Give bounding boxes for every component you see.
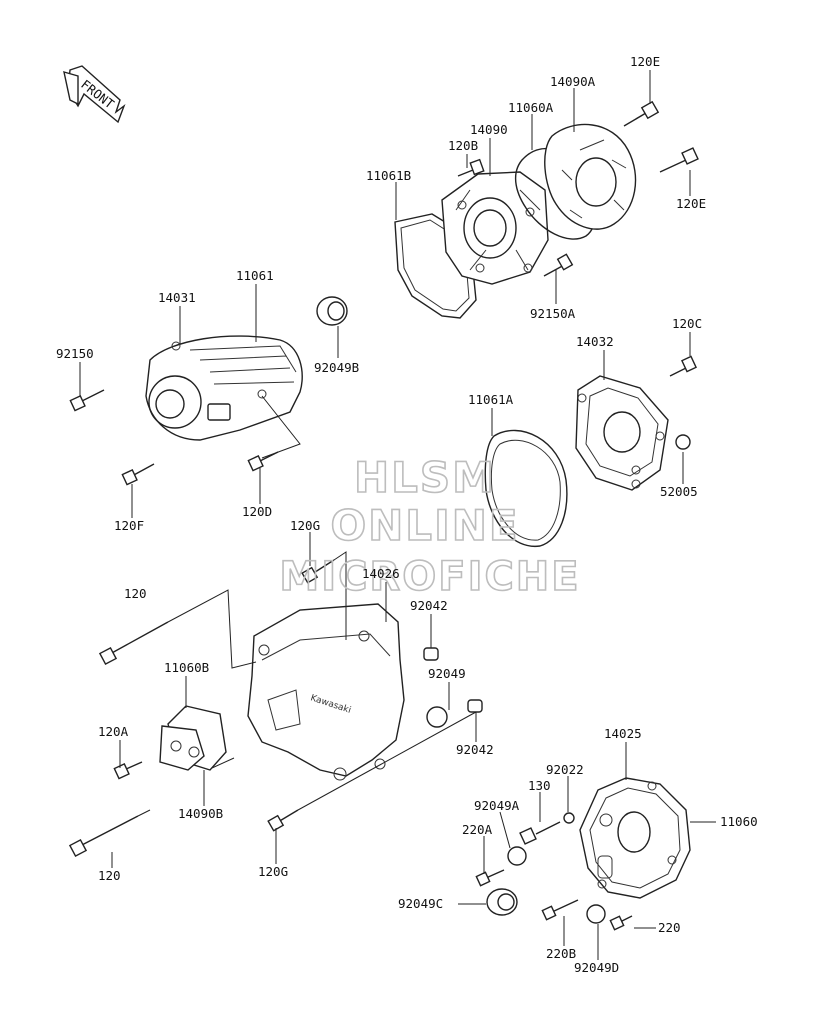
label-120G-bottom: 120G xyxy=(258,864,288,879)
bolt-120A xyxy=(113,761,143,780)
bolt-120G-top xyxy=(301,559,335,584)
bolt-120-top xyxy=(98,621,169,666)
label-92042-top: 92042 xyxy=(410,598,448,613)
label-14031: 14031 xyxy=(158,290,196,305)
label-92049A: 92049A xyxy=(474,798,520,813)
water-pump-cover-assembly xyxy=(394,100,699,319)
clutch-cover-assembly: Kawasaki xyxy=(68,551,483,858)
leader-lines xyxy=(79,70,716,960)
label-120D: 120D xyxy=(242,504,272,519)
bolt-120E-bottom xyxy=(659,147,699,173)
label-92049B: 92049B xyxy=(314,360,359,375)
label-14090B: 14090B xyxy=(178,806,223,821)
oil-seal-92049C xyxy=(486,888,518,916)
bolt-120-bottom xyxy=(68,815,139,858)
generator-cover-assembly xyxy=(69,296,348,486)
label-92042-bottom: 92042 xyxy=(456,742,494,757)
bushing-92049D xyxy=(586,904,606,924)
bolt-120D xyxy=(247,451,279,472)
label-11060B: 11060B xyxy=(164,660,209,675)
watermark-line-1: HLSM xyxy=(354,453,496,502)
bolt-220B xyxy=(541,899,579,921)
part-labels: 120E 14090A 11060A 14090 120B 11061B 120… xyxy=(56,54,758,975)
bolt-130 xyxy=(519,821,561,845)
watermark: HLSM ONLINE MICROFICHE xyxy=(279,452,580,601)
watermark-line-3: MICROFICHE xyxy=(279,554,580,600)
label-120F: 120F xyxy=(114,518,144,533)
label-92150: 92150 xyxy=(56,346,94,361)
label-14026: 14026 xyxy=(362,566,400,581)
label-52005: 52005 xyxy=(660,484,698,499)
label-220A: 220A xyxy=(462,822,493,837)
label-14025: 14025 xyxy=(604,726,642,741)
bolt-220A xyxy=(475,869,505,887)
dowel-92042-bottom xyxy=(467,699,483,713)
label-92022: 92022 xyxy=(546,762,584,777)
label-120E-bottom: 120E xyxy=(676,196,706,211)
label-14090: 14090 xyxy=(470,122,508,137)
label-220: 220 xyxy=(658,920,681,935)
label-11060: 11060 xyxy=(720,814,758,829)
label-11060A: 11060A xyxy=(508,100,554,115)
bolt-92150 xyxy=(69,389,105,412)
bolt-120F xyxy=(121,463,155,486)
cap-52005 xyxy=(675,434,691,450)
pump-cover-assembly xyxy=(475,777,691,931)
label-14090A: 14090A xyxy=(550,74,596,89)
washer-92022 xyxy=(563,812,575,824)
label-120-bottom: 120 xyxy=(98,868,121,883)
label-120-top: 120 xyxy=(124,586,147,601)
bushing-92049A xyxy=(507,846,527,866)
bushing-92049 xyxy=(426,706,448,728)
label-11061: 11061 xyxy=(236,268,274,283)
label-92049: 92049 xyxy=(428,666,466,681)
dowel-92042-top xyxy=(423,647,439,661)
label-130: 130 xyxy=(528,778,551,793)
label-120C: 120C xyxy=(672,316,702,331)
label-120G-top: 120G xyxy=(290,518,320,533)
bolt-120C xyxy=(669,355,697,377)
label-92049C: 92049C xyxy=(398,896,443,911)
bolt-220 xyxy=(609,915,633,931)
label-120E-top: 120E xyxy=(630,54,660,69)
label-120B: 120B xyxy=(448,138,478,153)
bolt-120G-bottom xyxy=(267,809,299,832)
bolt-120B xyxy=(457,158,485,177)
label-120A: 120A xyxy=(98,724,129,739)
label-11061B: 11061B xyxy=(366,168,411,183)
label-92150A: 92150A xyxy=(530,306,576,321)
oil-seal-92049B xyxy=(316,296,348,326)
pickup-cover-assembly xyxy=(484,355,697,547)
label-92049D: 92049D xyxy=(574,960,619,975)
label-220B: 220B xyxy=(546,946,576,961)
watermark-line-2: ONLINE xyxy=(330,501,519,550)
front-arrow-icon: FRONT xyxy=(63,65,126,124)
bolt-92150A xyxy=(543,253,574,277)
bolt-120E-top xyxy=(623,100,660,127)
label-14032: 14032 xyxy=(576,334,614,349)
label-11061A: 11061A xyxy=(468,392,514,407)
